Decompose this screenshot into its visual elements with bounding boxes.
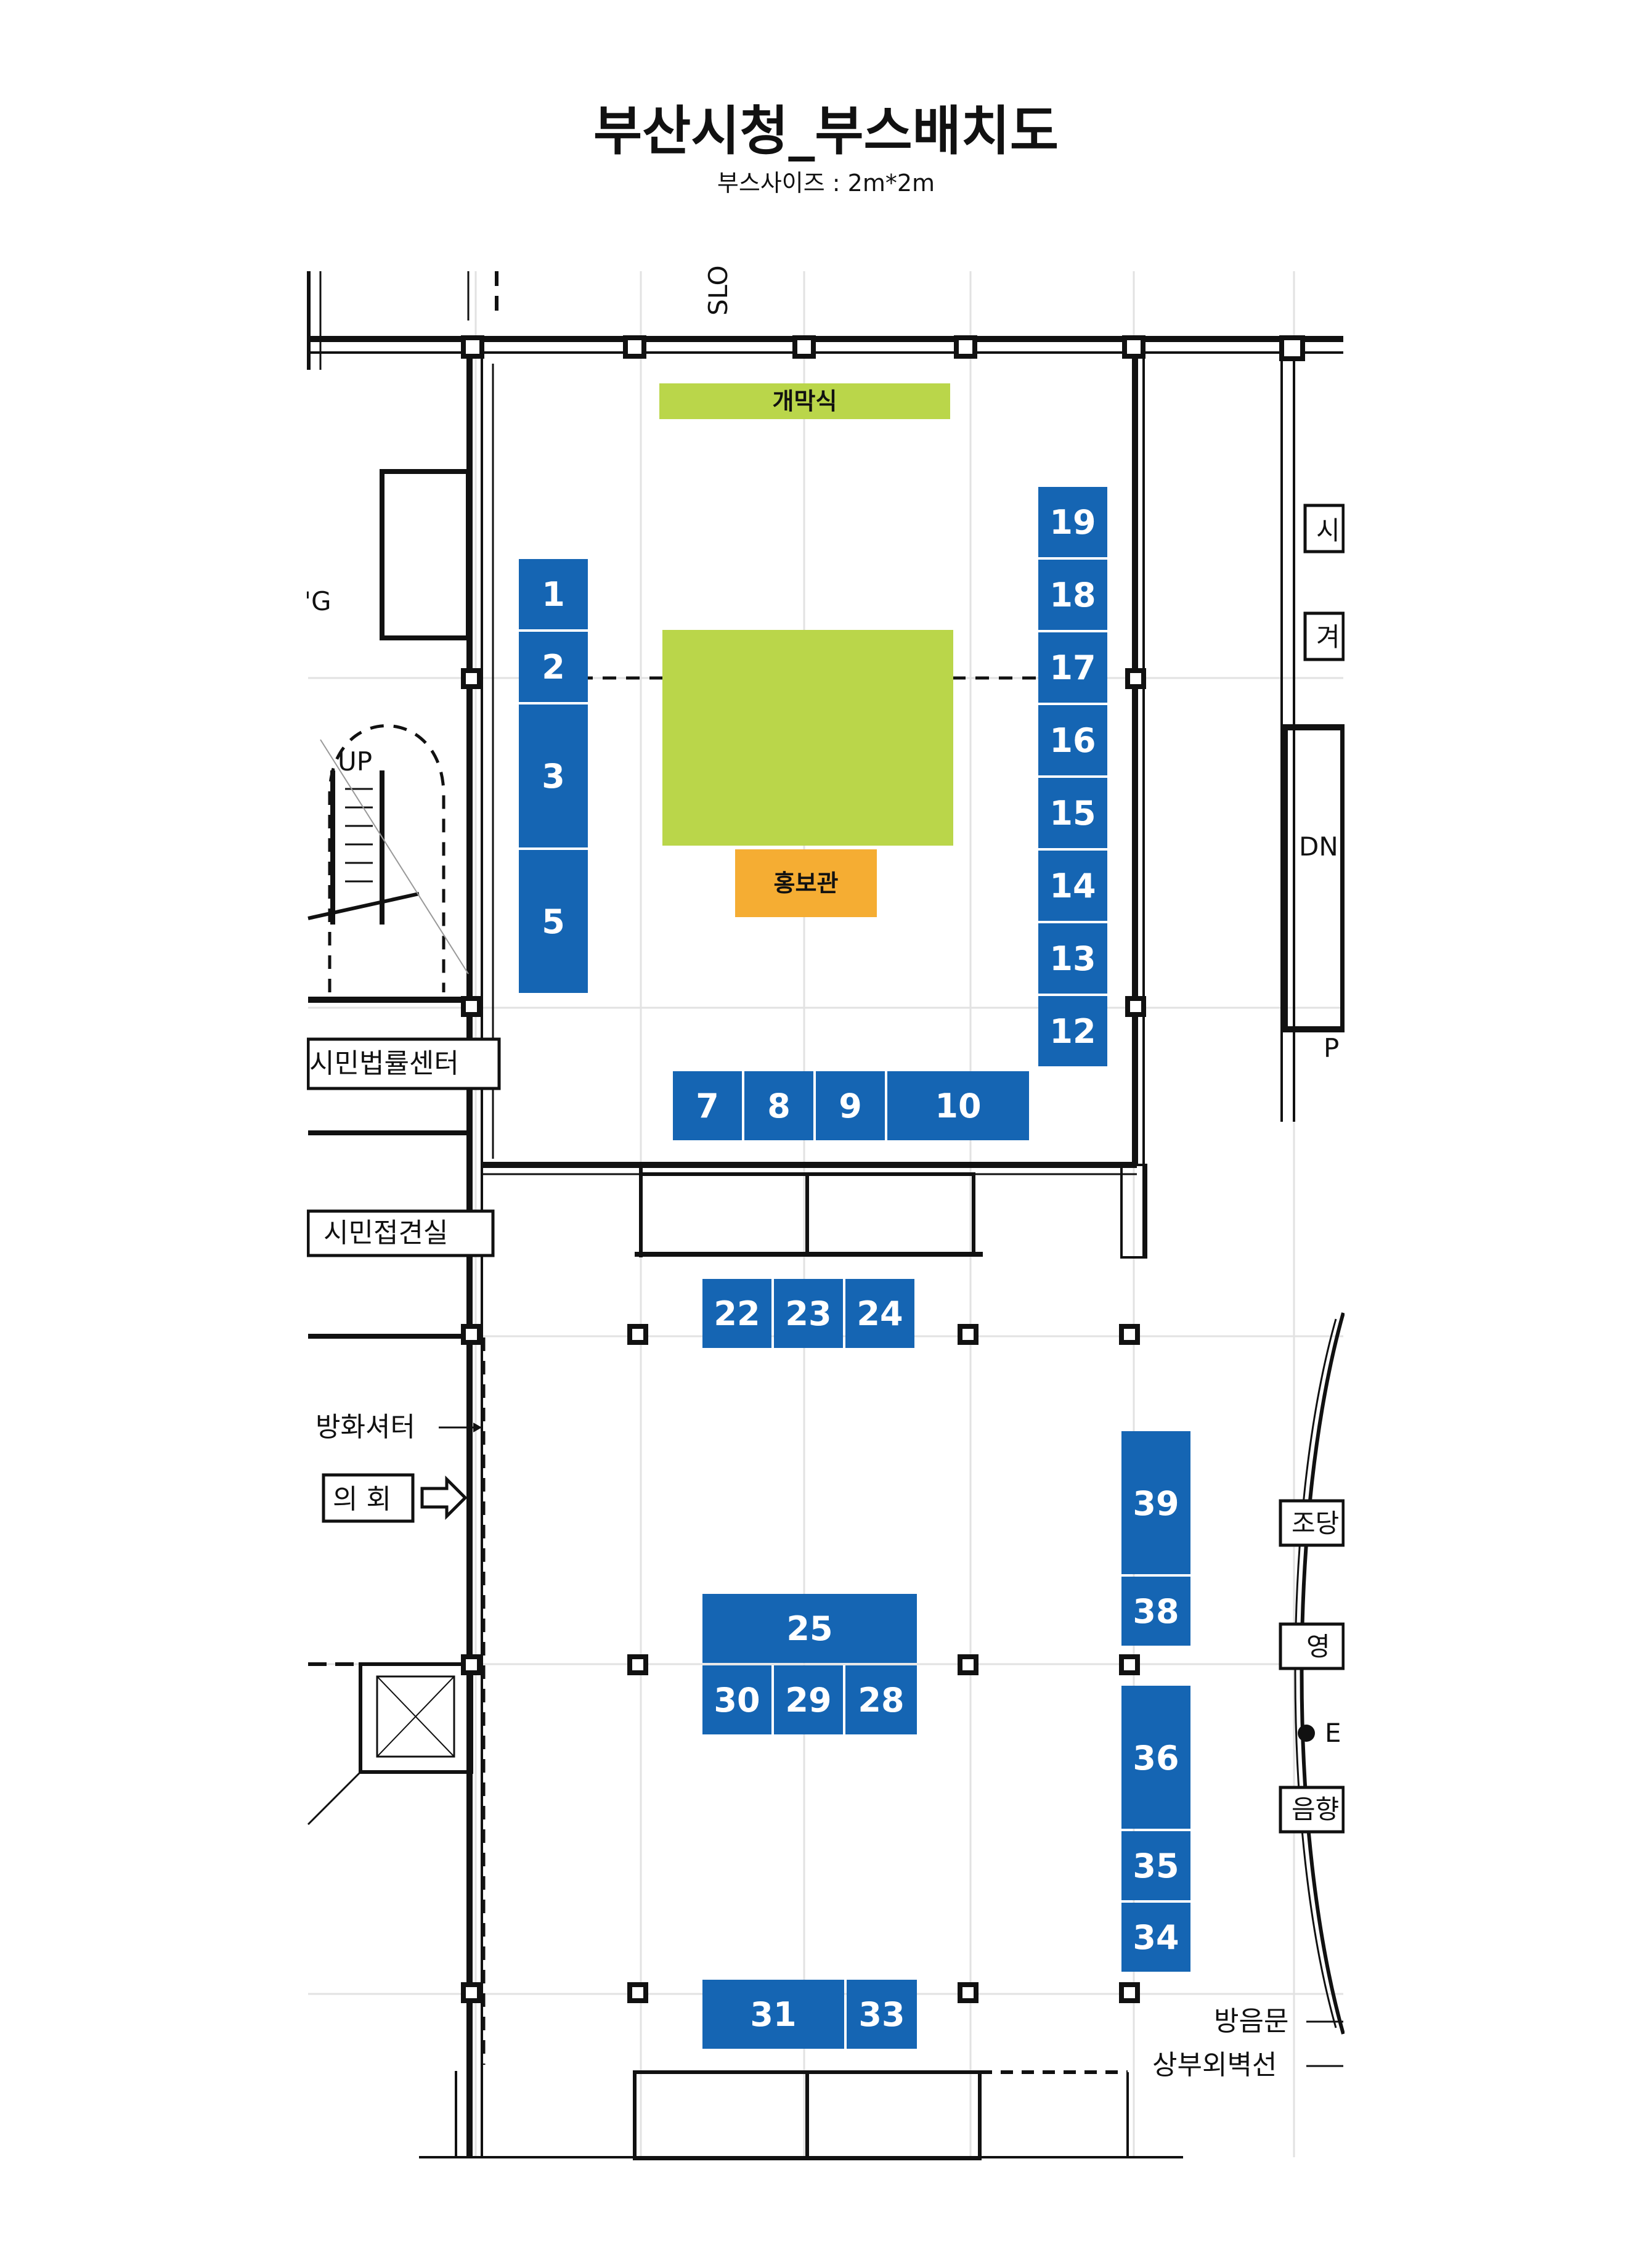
booth: 18 [1038, 560, 1107, 630]
p-label: P [1324, 1033, 1339, 1063]
booth: 13 [1038, 923, 1107, 994]
booth: 15 [1038, 778, 1107, 848]
booth-number: 14 [1049, 867, 1096, 905]
booth: 16 [1038, 705, 1107, 775]
booth-number: 10 [935, 1087, 981, 1125]
legal-center-label: 시민법률센터 [309, 1048, 459, 1079]
fire-shutter-label: 방화셔터 [315, 1411, 415, 1443]
upper-wall-line-label: 상부외벽선 [1152, 2049, 1277, 2081]
booth-number: 13 [1049, 939, 1096, 978]
booth-number: 12 [1049, 1012, 1096, 1051]
eum-label: 음향 [1292, 1794, 1339, 1824]
up-label: UP [338, 746, 372, 777]
booth: 33 [847, 1980, 917, 2049]
booth: 28 [845, 1665, 917, 1734]
soundproof-door-label: 방음문 [1214, 2006, 1288, 2037]
booth: 29 [774, 1665, 843, 1734]
e-label: E [1325, 1718, 1341, 1748]
booth-number: 2 [542, 648, 565, 687]
booth: 22 [702, 1279, 771, 1348]
booth-number: 9 [839, 1087, 862, 1125]
si-label: 시 [1316, 515, 1340, 545]
booth-number: 18 [1049, 576, 1096, 615]
slope-label: SLO [703, 265, 733, 316]
promo-hall-zone [735, 849, 877, 917]
booth: 2 [519, 632, 588, 702]
booth: 12 [1038, 996, 1107, 1066]
booth: 38 [1121, 1577, 1190, 1646]
booth: 39 [1121, 1431, 1190, 1574]
booth: 17 [1038, 632, 1107, 703]
booth-number: 30 [714, 1681, 760, 1720]
reception-label: 시민접견실 [323, 1217, 448, 1249]
booth: 31 [702, 1980, 844, 2049]
booth: 8 [744, 1071, 813, 1140]
reception-box [306, 1209, 495, 1257]
booth-number: 24 [857, 1294, 903, 1333]
booth-number: 7 [696, 1087, 719, 1125]
booth: 23 [774, 1279, 843, 1348]
booth-number: 31 [750, 1995, 796, 2034]
central-zone [662, 630, 953, 846]
booth: 5 [519, 850, 588, 993]
booth: 36 [1121, 1686, 1190, 1829]
booth-number: 35 [1133, 1847, 1179, 1885]
booth: 24 [845, 1279, 914, 1348]
dn-label: DN [1299, 831, 1338, 862]
booth-number: 3 [542, 757, 565, 796]
booth: 7 [673, 1071, 742, 1140]
booth-number: 29 [785, 1681, 831, 1720]
booth-number: 23 [785, 1294, 831, 1333]
legal-center-box [306, 1037, 501, 1090]
booths: 1 2 3 5 19 18 17 16 15 14 13 12 7 8 9 10… [519, 487, 1190, 2049]
booth: 25 [702, 1594, 917, 1663]
booth-number: 36 [1133, 1739, 1179, 1778]
booth-number: 38 [1133, 1592, 1179, 1631]
stair [307, 739, 469, 974]
page-title: 부산시청_부스배치도 [593, 100, 1059, 162]
council-box [322, 1473, 415, 1523]
booth-number: 34 [1133, 1918, 1179, 1957]
jo-label: 조당 [1292, 1508, 1339, 1538]
fragment-labels: SLO N'G UP DN 시 겨 P 조당 영 E 음향 [285, 265, 1345, 1834]
walls [306, 271, 1346, 2160]
opening-zone [659, 383, 950, 419]
booth-number: 33 [858, 1995, 905, 2034]
booth-number: 17 [1049, 648, 1096, 687]
promo-hall-label: 홍보관 [774, 870, 839, 897]
booth: 34 [1121, 1903, 1190, 1972]
booth: 35 [1121, 1831, 1190, 1900]
council-label: 의 회 [333, 1484, 391, 1515]
booth: 14 [1038, 851, 1107, 921]
booth: 30 [702, 1665, 771, 1734]
page-subtitle: 부스사이즈 : 2m*2m [717, 169, 935, 197]
yeong-label: 영 [1306, 1631, 1330, 1662]
room-labels: 시민법률센터 시민접견실 방화셔터 의 회 방음문 상부외벽선 [306, 1037, 1343, 2081]
dashed-lines [328, 676, 1041, 2065]
booth: 19 [1038, 487, 1107, 557]
booth-number: 19 [1049, 503, 1096, 542]
booth: 10 [887, 1071, 1029, 1140]
arrow-right-icon [420, 1475, 468, 1521]
booth-number: 1 [542, 575, 565, 614]
booth-number: 25 [786, 1609, 832, 1648]
opening-zone-label: 개막식 [773, 388, 837, 415]
booth-number: 22 [714, 1294, 760, 1333]
booth-number: 39 [1133, 1484, 1179, 1523]
columns [461, 335, 1305, 2003]
booth: 9 [816, 1071, 885, 1140]
booth-number: 28 [858, 1681, 904, 1720]
booth-number: 16 [1049, 721, 1096, 760]
booth: 1 [519, 559, 588, 629]
booth: 3 [519, 704, 588, 847]
booth-number: 15 [1049, 794, 1096, 833]
curved-wall [1294, 1312, 1345, 2035]
gyeo-label: 겨 [1316, 622, 1340, 652]
booth-number: 5 [542, 902, 565, 941]
booth-number: 8 [767, 1087, 791, 1125]
target-icon [1298, 1725, 1315, 1742]
